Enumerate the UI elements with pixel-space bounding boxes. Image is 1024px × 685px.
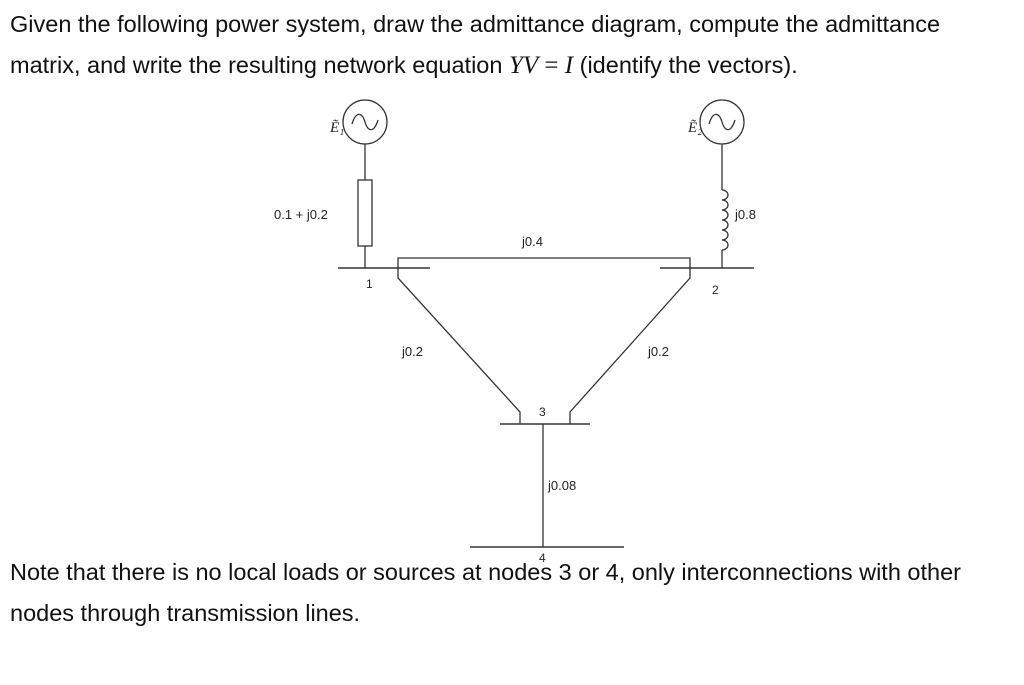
generator-2-label: Ẽ₂ <box>687 119 702 136</box>
impedance-line-1-3: j0.2 <box>401 344 423 359</box>
problem-text-part2: (identify the vectors). <box>573 52 798 78</box>
impedance-gen-1: 0.1 + j0.2 <box>274 207 328 222</box>
impedance-line-1-2: j0.4 <box>521 234 543 249</box>
problem-text-part1: Given the following power system, draw t… <box>10 11 941 78</box>
line-1-3 <box>397 268 521 424</box>
impedance-line-2-3: j0.2 <box>647 344 669 359</box>
problem-statement: Given the following power system, draw t… <box>10 4 1016 86</box>
equation-lhs: YV <box>508 52 539 79</box>
impedance-gen-2: j0.8 <box>734 207 756 222</box>
bus-2-label: 2 <box>712 283 719 297</box>
equation-equals: = <box>538 52 565 79</box>
bus-4-label: 4 <box>539 551 546 565</box>
sine-icon <box>708 113 736 131</box>
bus-3-label: 3 <box>539 405 546 419</box>
note-text: Note that there is no local loads or sou… <box>10 559 961 626</box>
generator-2-inductor <box>721 189 729 251</box>
generator-1-impedance <box>357 179 373 247</box>
equation-rhs: I <box>564 52 574 79</box>
impedance-line-3-4: j0.08 <box>547 478 576 493</box>
bus-1-label: 1 <box>366 277 373 291</box>
line-2-3 <box>569 268 691 424</box>
sine-icon <box>351 113 379 131</box>
line-1-2 <box>397 257 691 268</box>
generator-1-label: Ẽ₁ <box>329 119 344 136</box>
